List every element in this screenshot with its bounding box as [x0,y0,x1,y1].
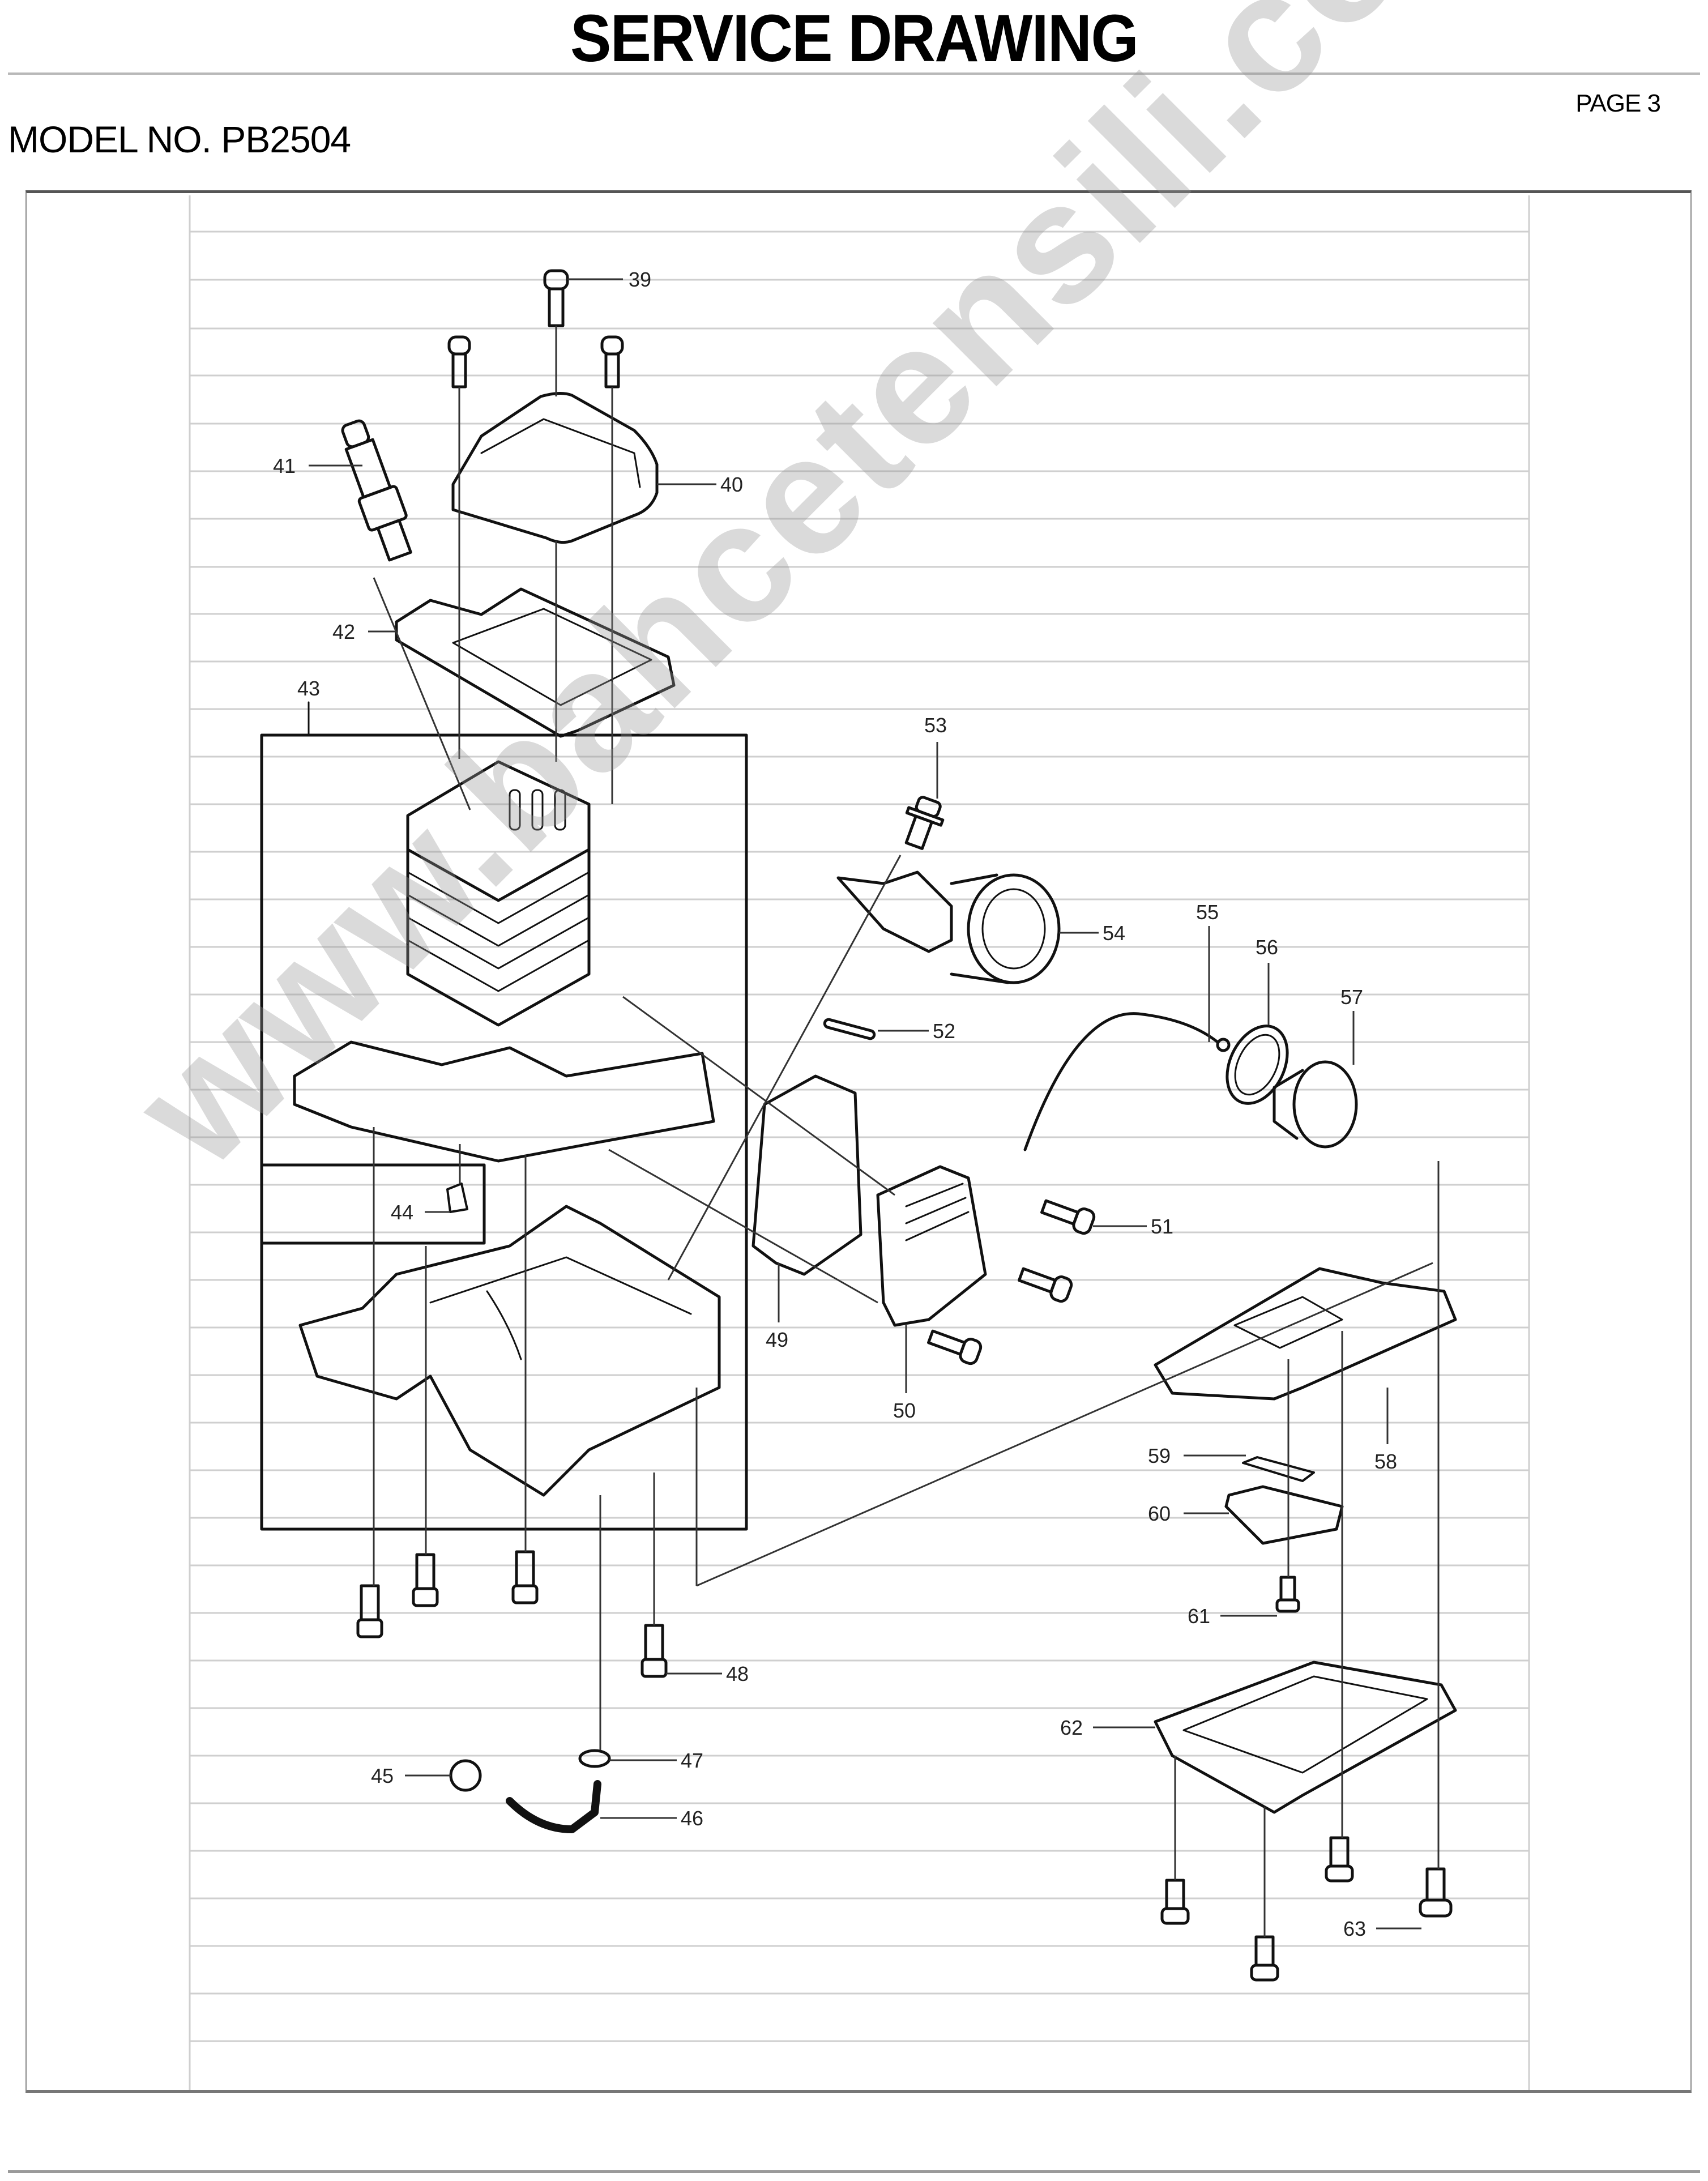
bolt-icon [356,1584,383,1638]
title-divider [8,72,1700,75]
part-label-56: 56 [1256,936,1278,959]
intake-elbow-icon [836,870,1061,984]
rocker-cover-icon [451,392,659,544]
insulator-icon [876,1165,987,1327]
part-label-45: 45 [371,1764,394,1787]
part-label-57: 57 [1340,985,1363,1009]
part-label-59: 59 [1148,1444,1171,1467]
bolt-icon [511,1550,539,1604]
tank-gasket-icon [1154,1267,1457,1401]
reed-valve-icon [1224,1485,1344,1545]
part-label-54: 54 [1103,921,1125,945]
footer-divider [8,2170,1700,2173]
screw-icon [1018,1267,1073,1303]
page-title: SERVICE DRAWING [570,1,1139,76]
part-label-53: 53 [924,714,947,737]
seal-icon [1226,1025,1289,1105]
part-label-43: 43 [297,677,320,700]
part-label-40: 40 [720,473,743,496]
oil-pan-icon [1154,1661,1457,1814]
clip-icon [578,1749,611,1768]
cylinder-icon [293,760,715,1163]
part-label-50: 50 [893,1399,916,1422]
breather-hose-icon [506,1780,601,1833]
part-label-48: 48 [726,1662,749,1685]
bolt-icon [412,1553,439,1607]
part-label-49: 49 [766,1328,788,1351]
o-ring-icon [823,1018,876,1040]
part-label-62: 62 [1060,1716,1083,1739]
cover-gasket-icon [395,587,676,738]
part-label-58: 58 [1374,1450,1397,1473]
bolt-icon [1250,1935,1279,1982]
pin-icon [446,1183,468,1213]
cap-strap-icon [1023,1012,1219,1151]
ruled-background [189,195,1530,2090]
part-label-44: 44 [391,1201,413,1224]
plate-icon [1242,1456,1315,1482]
bolt-icon [600,335,624,389]
part-label-60: 60 [1148,1502,1171,1525]
bolt-icon [1160,1879,1190,1925]
part-label-47: 47 [681,1749,703,1772]
bolt-icon [1325,1836,1354,1883]
model-number: MODEL NO. PB2504 [8,118,351,160]
assembly-box-upper [260,733,748,1531]
spark-plug-icon [341,419,412,562]
screw-icon [927,1329,983,1365]
part-label-42: 42 [332,620,355,643]
part-label-39: 39 [629,268,651,291]
crankcase-icon [298,1205,721,1497]
part-label-41: 41 [273,454,296,477]
bolt-icon [447,335,471,389]
part-label-55: 55 [1196,900,1219,924]
part-label-51: 51 [1151,1215,1173,1238]
part-label-46: 46 [681,1807,703,1830]
bolt-icon [640,1624,668,1678]
page-number: PAGE 3 [1575,89,1661,117]
fuel-cap-icon [1273,1060,1358,1149]
fitting-icon [449,1759,482,1792]
part-label-52: 52 [933,1019,955,1043]
part-label-63: 63 [1343,1917,1366,1940]
part-label-61: 61 [1188,1604,1210,1628]
flange-bolt-icon [904,796,945,850]
screw-icon [1040,1199,1096,1235]
gasket-icon [751,1074,862,1276]
drawing-frame [25,190,1692,2093]
screw-icon [1275,1576,1300,1613]
bolt-icon [1419,1867,1453,1918]
